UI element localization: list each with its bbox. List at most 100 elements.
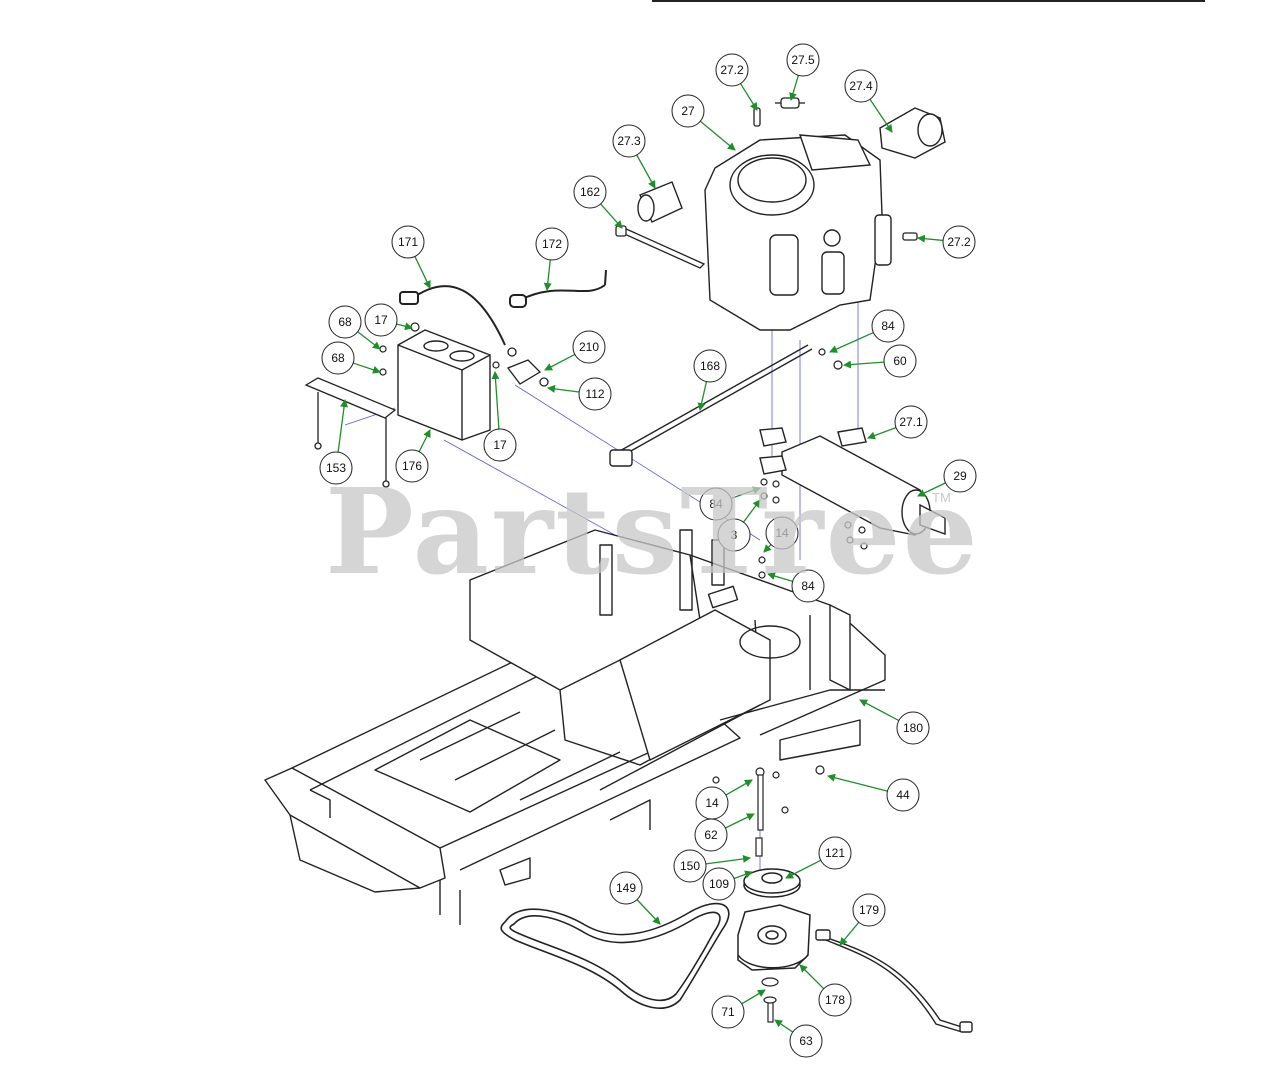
fuel-filter-icon — [775, 97, 805, 109]
callout-label-washer[interactable]: 84 — [709, 497, 723, 511]
callout-label-spark-plug[interactable]: 27.2 — [947, 235, 971, 249]
callout-label-belt[interactable]: 149 — [616, 881, 636, 895]
callout-label-bolt[interactable]: 60 — [893, 354, 907, 368]
callout-label-washer[interactable]: 84 — [801, 579, 815, 593]
callout-label-spacer[interactable]: 109 — [709, 877, 729, 891]
callout-label-spark-plug[interactable]: 27.2 — [720, 63, 744, 77]
callout-bubble[interactable] — [791, 569, 825, 603]
callout-label-nut[interactable]: 17 — [374, 313, 388, 327]
callout-label-bolt[interactable]: 68 — [331, 351, 345, 365]
callout-bubble[interactable] — [395, 449, 429, 483]
callout-leader — [789, 75, 800, 101]
callout-label-battery-cable[interactable]: 172 — [542, 237, 562, 251]
callout-label-oil-filter[interactable]: 27.3 — [617, 134, 641, 148]
callout-label-battery-cable[interactable]: 171 — [398, 235, 418, 249]
callout-bubble[interactable] — [694, 818, 728, 852]
callout-bubble[interactable] — [321, 341, 355, 375]
callout-leader — [725, 813, 755, 829]
callout-bubble[interactable] — [943, 459, 977, 493]
callout-bubble[interactable] — [699, 487, 733, 521]
callout-label-bolt[interactable]: 63 — [799, 1034, 813, 1048]
callout-label-bolt[interactable]: 112 — [585, 387, 604, 401]
callout-bubble[interactable] — [942, 225, 976, 259]
pto-bolt-icon — [755, 774, 779, 1023]
callout-leader — [843, 360, 885, 369]
callout-leader — [636, 899, 661, 925]
callout-bubble[interactable] — [673, 849, 707, 883]
callout-bubble[interactable] — [612, 124, 646, 158]
callout-bubble[interactable] — [852, 893, 886, 927]
callout-bubble[interactable] — [609, 871, 643, 905]
callout-bubble[interactable] — [883, 344, 917, 378]
callout-bubble[interactable] — [715, 53, 749, 87]
callout-bubble[interactable] — [319, 451, 353, 485]
callout-leader — [733, 870, 753, 880]
callout-bubble[interactable] — [702, 867, 736, 901]
callout-bubble[interactable] — [765, 516, 799, 550]
battery-icon — [397, 329, 491, 441]
callout-bubble[interactable] — [364, 303, 398, 337]
callout-bubble[interactable] — [871, 309, 905, 343]
callout-bubble[interactable] — [844, 69, 878, 103]
callout-label-battery[interactable]: 176 — [402, 459, 422, 473]
callout-leader — [699, 120, 736, 151]
callout-label-nut[interactable]: 14 — [775, 526, 789, 540]
callout-label-nut[interactable]: 3 — [731, 528, 738, 542]
callout-bubble[interactable] — [717, 518, 751, 552]
callout-label-nut[interactable]: 17 — [493, 438, 507, 452]
callout-leader — [396, 322, 413, 331]
callout-label-air-filter[interactable]: 27.4 — [849, 79, 873, 93]
callout-label-washer[interactable]: 71 — [721, 1005, 735, 1019]
callout-label-washer[interactable]: 84 — [881, 319, 895, 333]
callout-bubble[interactable] — [786, 43, 820, 77]
callout-bubble[interactable] — [483, 428, 517, 462]
callout-bubble[interactable] — [391, 225, 425, 259]
callout-leader — [827, 773, 888, 792]
callout-label-wire-harness[interactable]: 168 — [700, 359, 720, 373]
callout-bubble[interactable] — [896, 711, 930, 745]
callout-label-bolt[interactable]: 44 — [896, 788, 910, 802]
callout-label-fuel-filter[interactable]: 27.5 — [791, 53, 815, 67]
callout-label-nut[interactable]: 14 — [705, 796, 719, 810]
callout-bubble[interactable] — [671, 94, 705, 128]
callout-label-gasket[interactable]: 27.1 — [899, 415, 923, 429]
callout-leader — [859, 699, 900, 722]
callout-leader — [600, 203, 623, 229]
frame-icon — [264, 529, 886, 925]
callout-leader — [414, 256, 431, 289]
callout-label-wire-harness[interactable]: 179 — [859, 903, 879, 917]
callout-label-key[interactable]: 150 — [680, 859, 700, 873]
engine-icon — [704, 134, 892, 331]
callout-bubble[interactable] — [578, 377, 612, 411]
callout-label-dipstick[interactable]: 162 — [580, 185, 600, 199]
callout-leader — [917, 234, 944, 243]
callout-leader — [705, 854, 751, 865]
belt-icon — [500, 902, 730, 1009]
callout-label-muffler[interactable]: 29 — [953, 469, 967, 483]
watermark-trademark: TM — [932, 490, 951, 505]
callout-leader — [725, 779, 753, 796]
callout-bubble[interactable] — [894, 405, 928, 439]
callout-bubble[interactable] — [818, 836, 852, 870]
muffler-icon — [759, 427, 946, 536]
callout-bubble[interactable] — [693, 349, 727, 383]
callout-bubble[interactable] — [573, 175, 607, 209]
callout-bubble[interactable] — [886, 778, 920, 812]
callout-bubble[interactable] — [535, 227, 569, 261]
callout-label-pulley[interactable]: 121 — [825, 846, 845, 860]
callout-label-pto-clutch[interactable]: 178 — [825, 993, 845, 1007]
callout-label-battery-hold-down[interactable]: 153 — [326, 461, 346, 475]
watermark-text: PartsTree — [325, 462, 980, 601]
callout-bubble[interactable] — [789, 1024, 823, 1058]
callout-label-bolt[interactable]: 68 — [338, 315, 352, 329]
callout-label-bolt[interactable]: 62 — [704, 828, 718, 842]
callout-label-engine[interactable]: 27 — [681, 104, 695, 118]
callout-bubble[interactable] — [328, 305, 362, 339]
callout-label-frame[interactable]: 180 — [903, 721, 923, 735]
wire-harness-icon — [609, 344, 813, 467]
callout-leader — [829, 331, 874, 353]
callout-label-solenoid[interactable]: 210 — [579, 340, 599, 354]
callout-bubble[interactable] — [711, 995, 745, 1029]
callout-bubble[interactable] — [818, 983, 852, 1017]
callout-bubble[interactable] — [572, 330, 606, 364]
